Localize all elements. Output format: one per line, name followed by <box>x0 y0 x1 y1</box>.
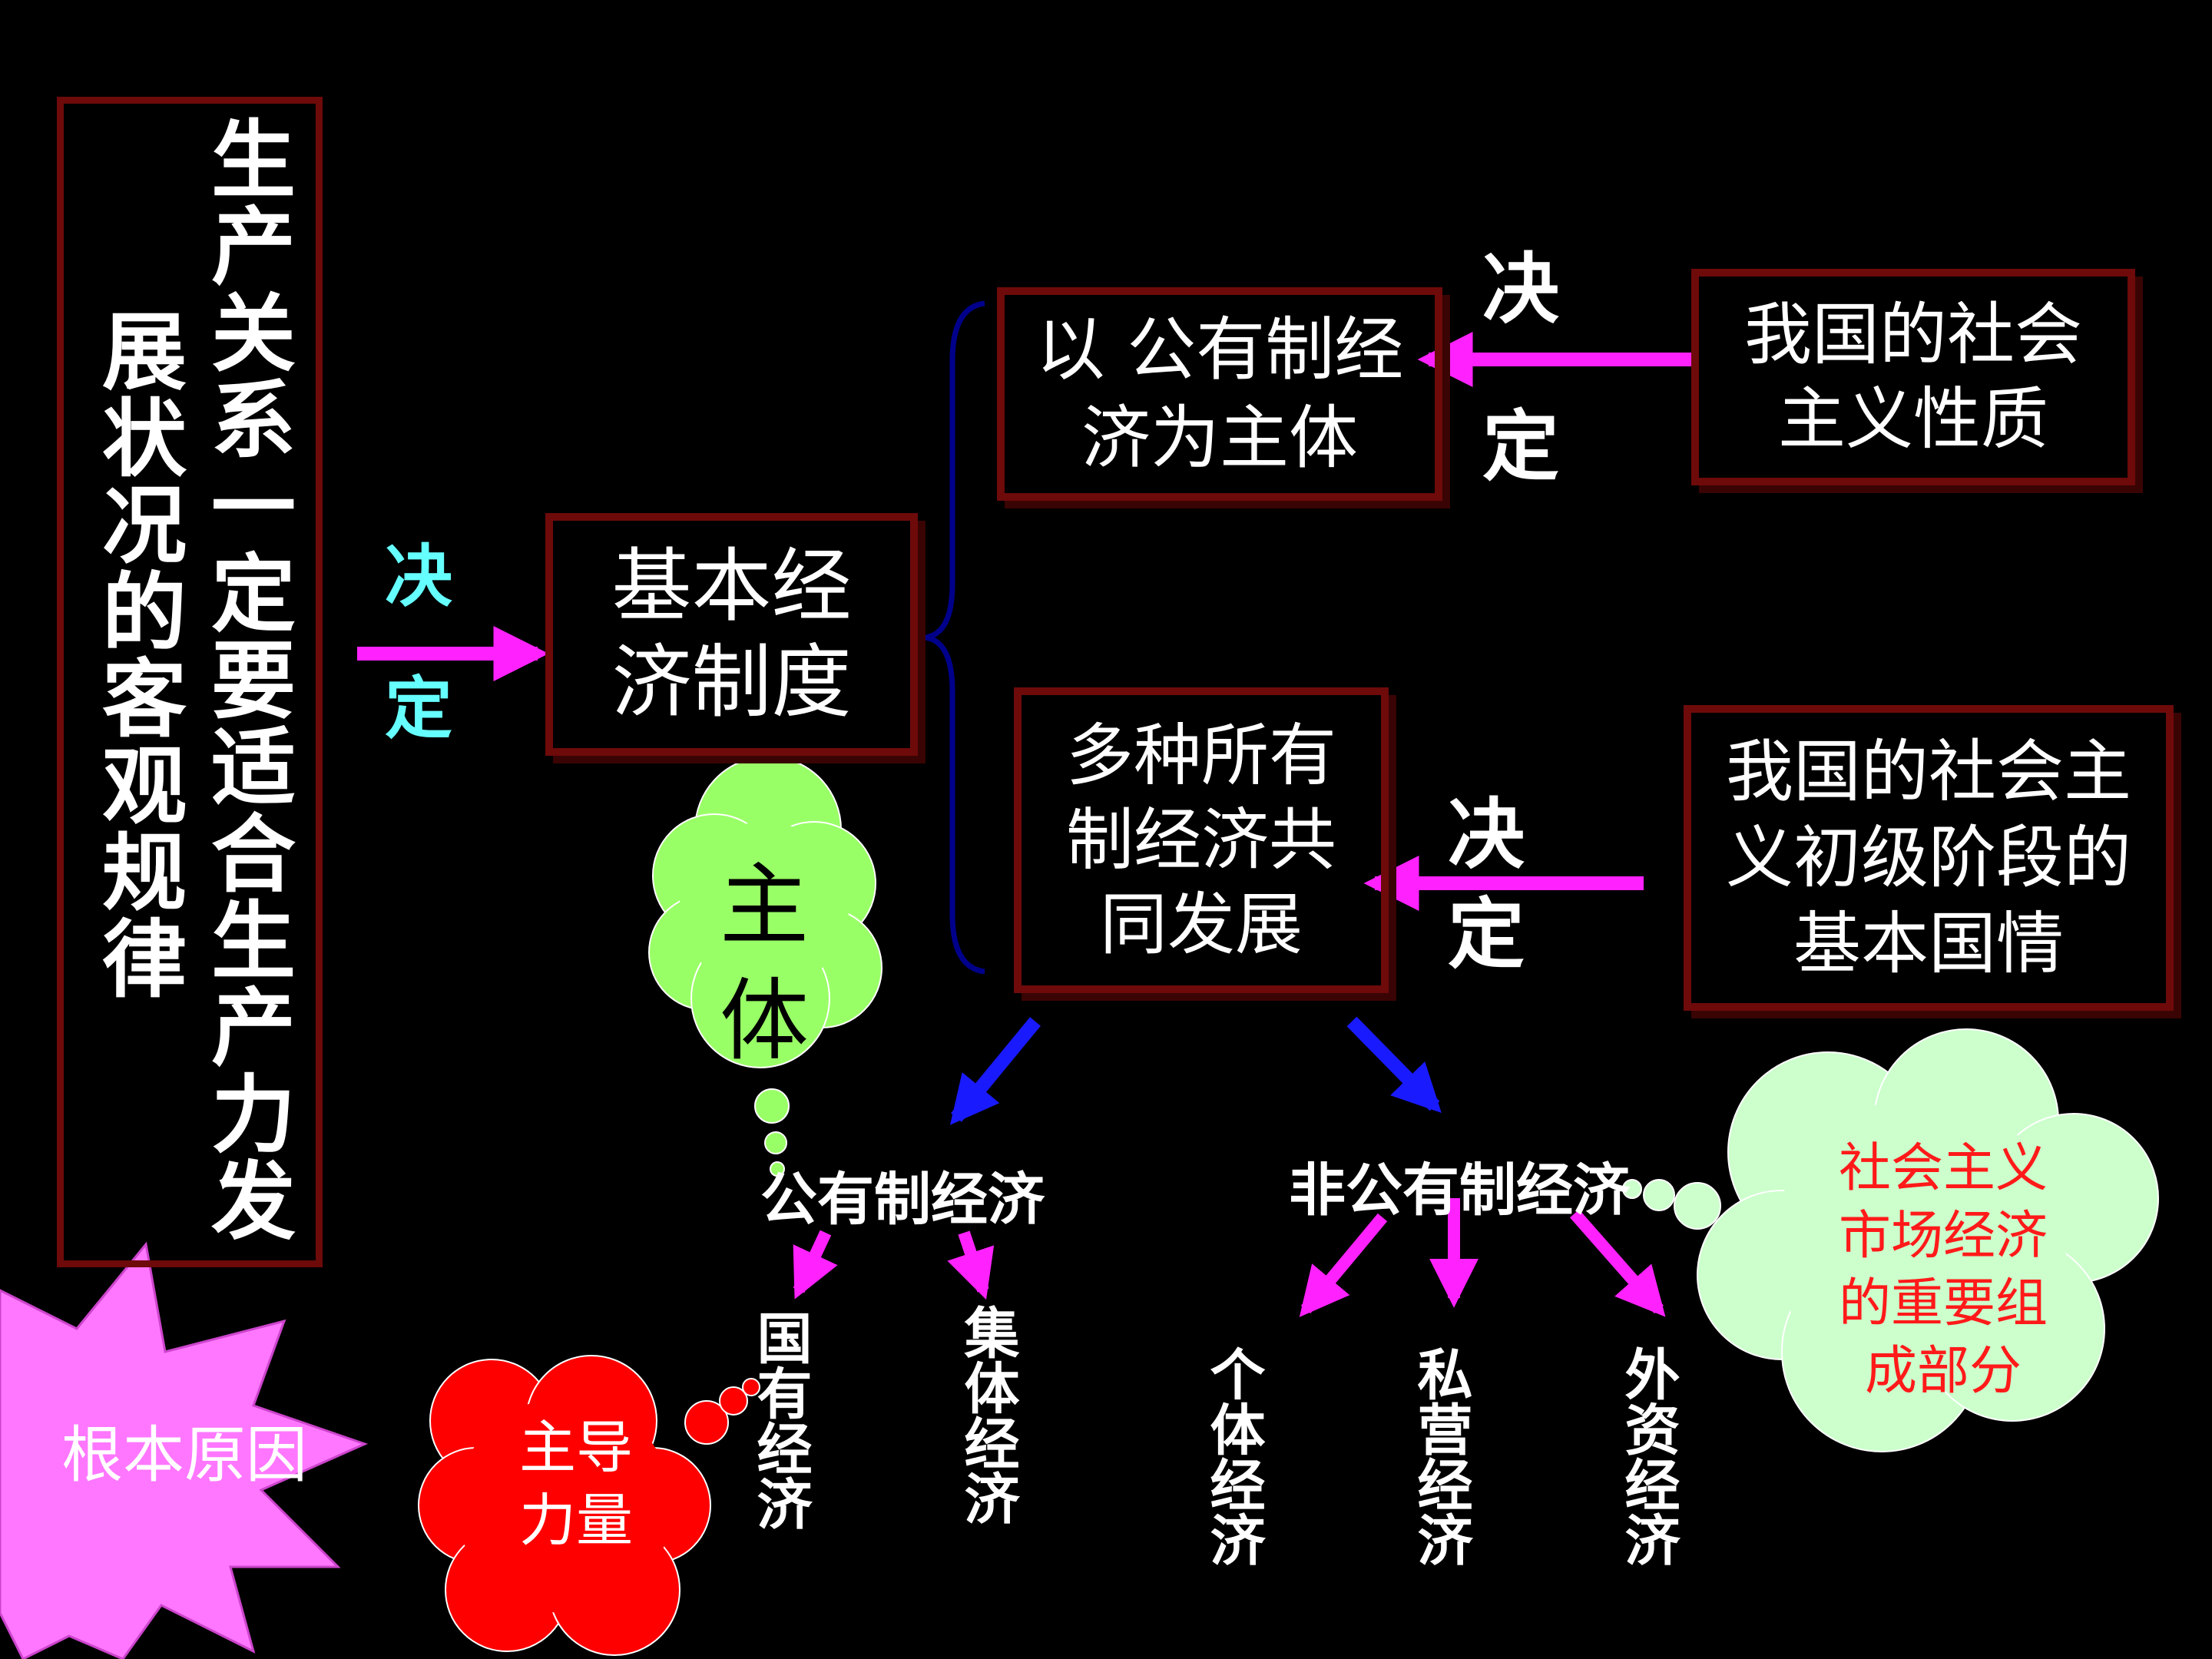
decide-label-top-1: 决 <box>1482 244 1559 334</box>
decide-label-left-1: 决 <box>384 537 452 616</box>
collective-economy-label: 集体经济 <box>955 1304 1019 1525</box>
cloud-main-body-text: 主 体 <box>720 854 809 1073</box>
arrow-down-icon <box>949 1017 1041 1125</box>
arrow-down-icon <box>1299 1213 1388 1317</box>
thought-cloud-icon <box>648 756 882 1177</box>
objective-law-box <box>57 97 323 1267</box>
basic-economic-system-box: 基本经 济制度 <box>545 513 918 756</box>
cloud-leading-force-text: 主导 力量 <box>519 1415 633 1554</box>
socialist-nature-box: 我国的社会 主义性质 <box>1691 269 2135 485</box>
state-economy-label: 国有经济 <box>747 1310 812 1531</box>
basic-economic-system-text: 基本经 济制度 <box>611 539 852 729</box>
arrow-down-icon <box>947 1230 995 1300</box>
arrow-down-icon <box>1569 1209 1666 1317</box>
multiple-ownership-box: 多种所有 制经济共 同发展 <box>1014 687 1389 993</box>
individual-economy-label: 个体经济 <box>1200 1346 1265 1567</box>
thought-cloud-icon <box>418 1355 760 1656</box>
socialist-nature-text: 我国的社会 主义性质 <box>1743 295 2082 459</box>
public-economy-label: 公有制经济 <box>760 1167 1045 1233</box>
cloud-market-economy-text: 社会主义 市场经济 的重要组 成部分 <box>1838 1138 2048 1402</box>
public-ownership-main-text: 以 公有制经 济为主体 <box>1035 310 1404 478</box>
arrow-down-icon <box>1346 1016 1442 1113</box>
decide-label-mid-2: 定 <box>1448 889 1525 979</box>
brace-icon <box>925 300 985 975</box>
private-economy-label: 私营经济 <box>1408 1346 1472 1567</box>
objective-law-text-right: 生产关系一定要适合生产力发 <box>197 115 295 1243</box>
arrow-down-icon <box>793 1230 838 1300</box>
multiple-ownership-text: 多种所有 制经济共 同发展 <box>1065 716 1336 964</box>
foreign-economy-label: 外资经济 <box>1615 1346 1680 1567</box>
decide-label-top-2: 定 <box>1482 402 1559 492</box>
thought-cloud-icon <box>1622 1028 2159 1452</box>
primary-stage-text: 我国的社会主 义初级阶段的 基本国情 <box>1725 732 2131 983</box>
decide-label-mid-1: 决 <box>1448 790 1525 879</box>
starburst-root-cause-text: 根本原因 <box>61 1419 307 1491</box>
public-ownership-main-box: 以 公有制经 济为主体 <box>997 287 1442 501</box>
primary-stage-box: 我国的社会主 义初级阶段的 基本国情 <box>1684 705 2174 1011</box>
objective-law-text-left: 展状况的客观规律 <box>88 307 186 1002</box>
decide-label-left-2: 定 <box>384 669 452 748</box>
starburst-icon <box>0 1241 369 1659</box>
nonpublic-economy-label: 非公有制经济 <box>1289 1157 1630 1224</box>
